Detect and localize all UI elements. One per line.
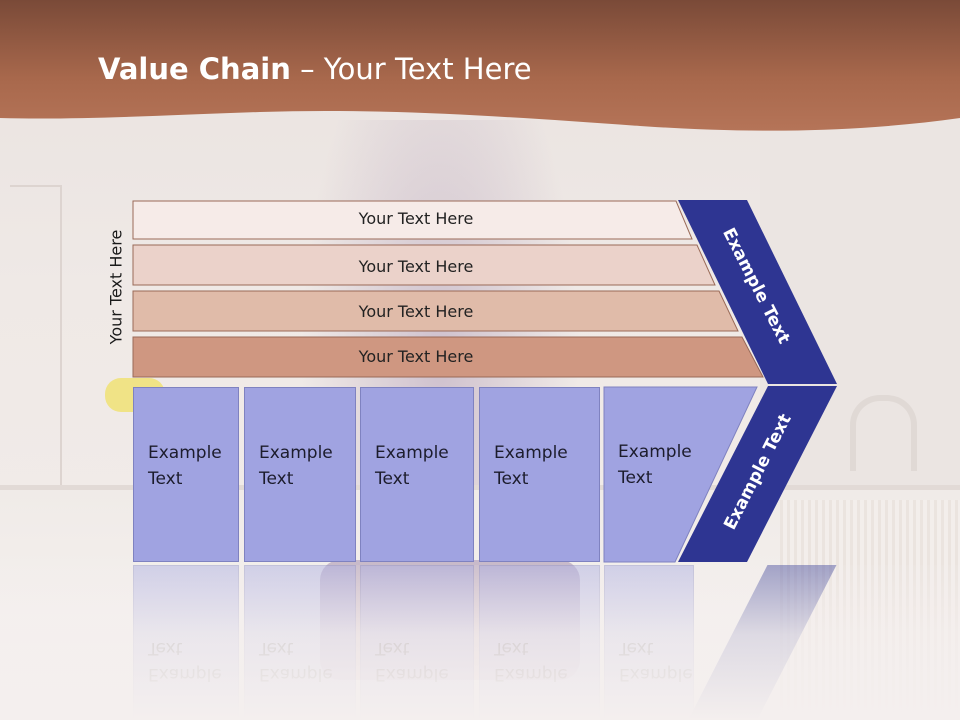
row-shape-3 xyxy=(132,290,739,332)
chevron-upper xyxy=(678,200,837,384)
chevron-lower xyxy=(678,386,837,562)
box-1-text: Example Text xyxy=(148,443,222,489)
box-2-text: Example Text xyxy=(259,443,333,489)
row-label-3: Your Text Here xyxy=(358,302,474,321)
title-bold: Value Chain xyxy=(98,52,291,86)
row-label-2: Your Text Here xyxy=(358,257,474,276)
row-shape-4 xyxy=(132,336,764,378)
row-label-1: Your Text Here xyxy=(358,209,474,228)
row-shape-1 xyxy=(132,200,693,240)
reflection-fade xyxy=(0,565,960,720)
box-2: Example Text xyxy=(244,387,356,562)
box-5: Example Text xyxy=(604,387,754,562)
box-4: Example Text xyxy=(479,387,600,562)
row-shape-2 xyxy=(132,244,716,286)
header-band xyxy=(0,0,960,131)
background-faucet xyxy=(850,395,917,471)
box-3-text: Example Text xyxy=(375,443,449,489)
box-5-shape xyxy=(603,386,758,563)
box-1: Example Text xyxy=(133,387,239,562)
row-label-4: Your Text Here xyxy=(358,347,474,366)
title-rest: – Your Text Here xyxy=(290,52,532,86)
box-5-text: Example Text xyxy=(618,442,692,488)
box-3: Example Text xyxy=(360,387,474,562)
page-title: Value Chain – Your Text Here xyxy=(98,52,532,86)
box-4-text: Example Text xyxy=(494,443,568,489)
